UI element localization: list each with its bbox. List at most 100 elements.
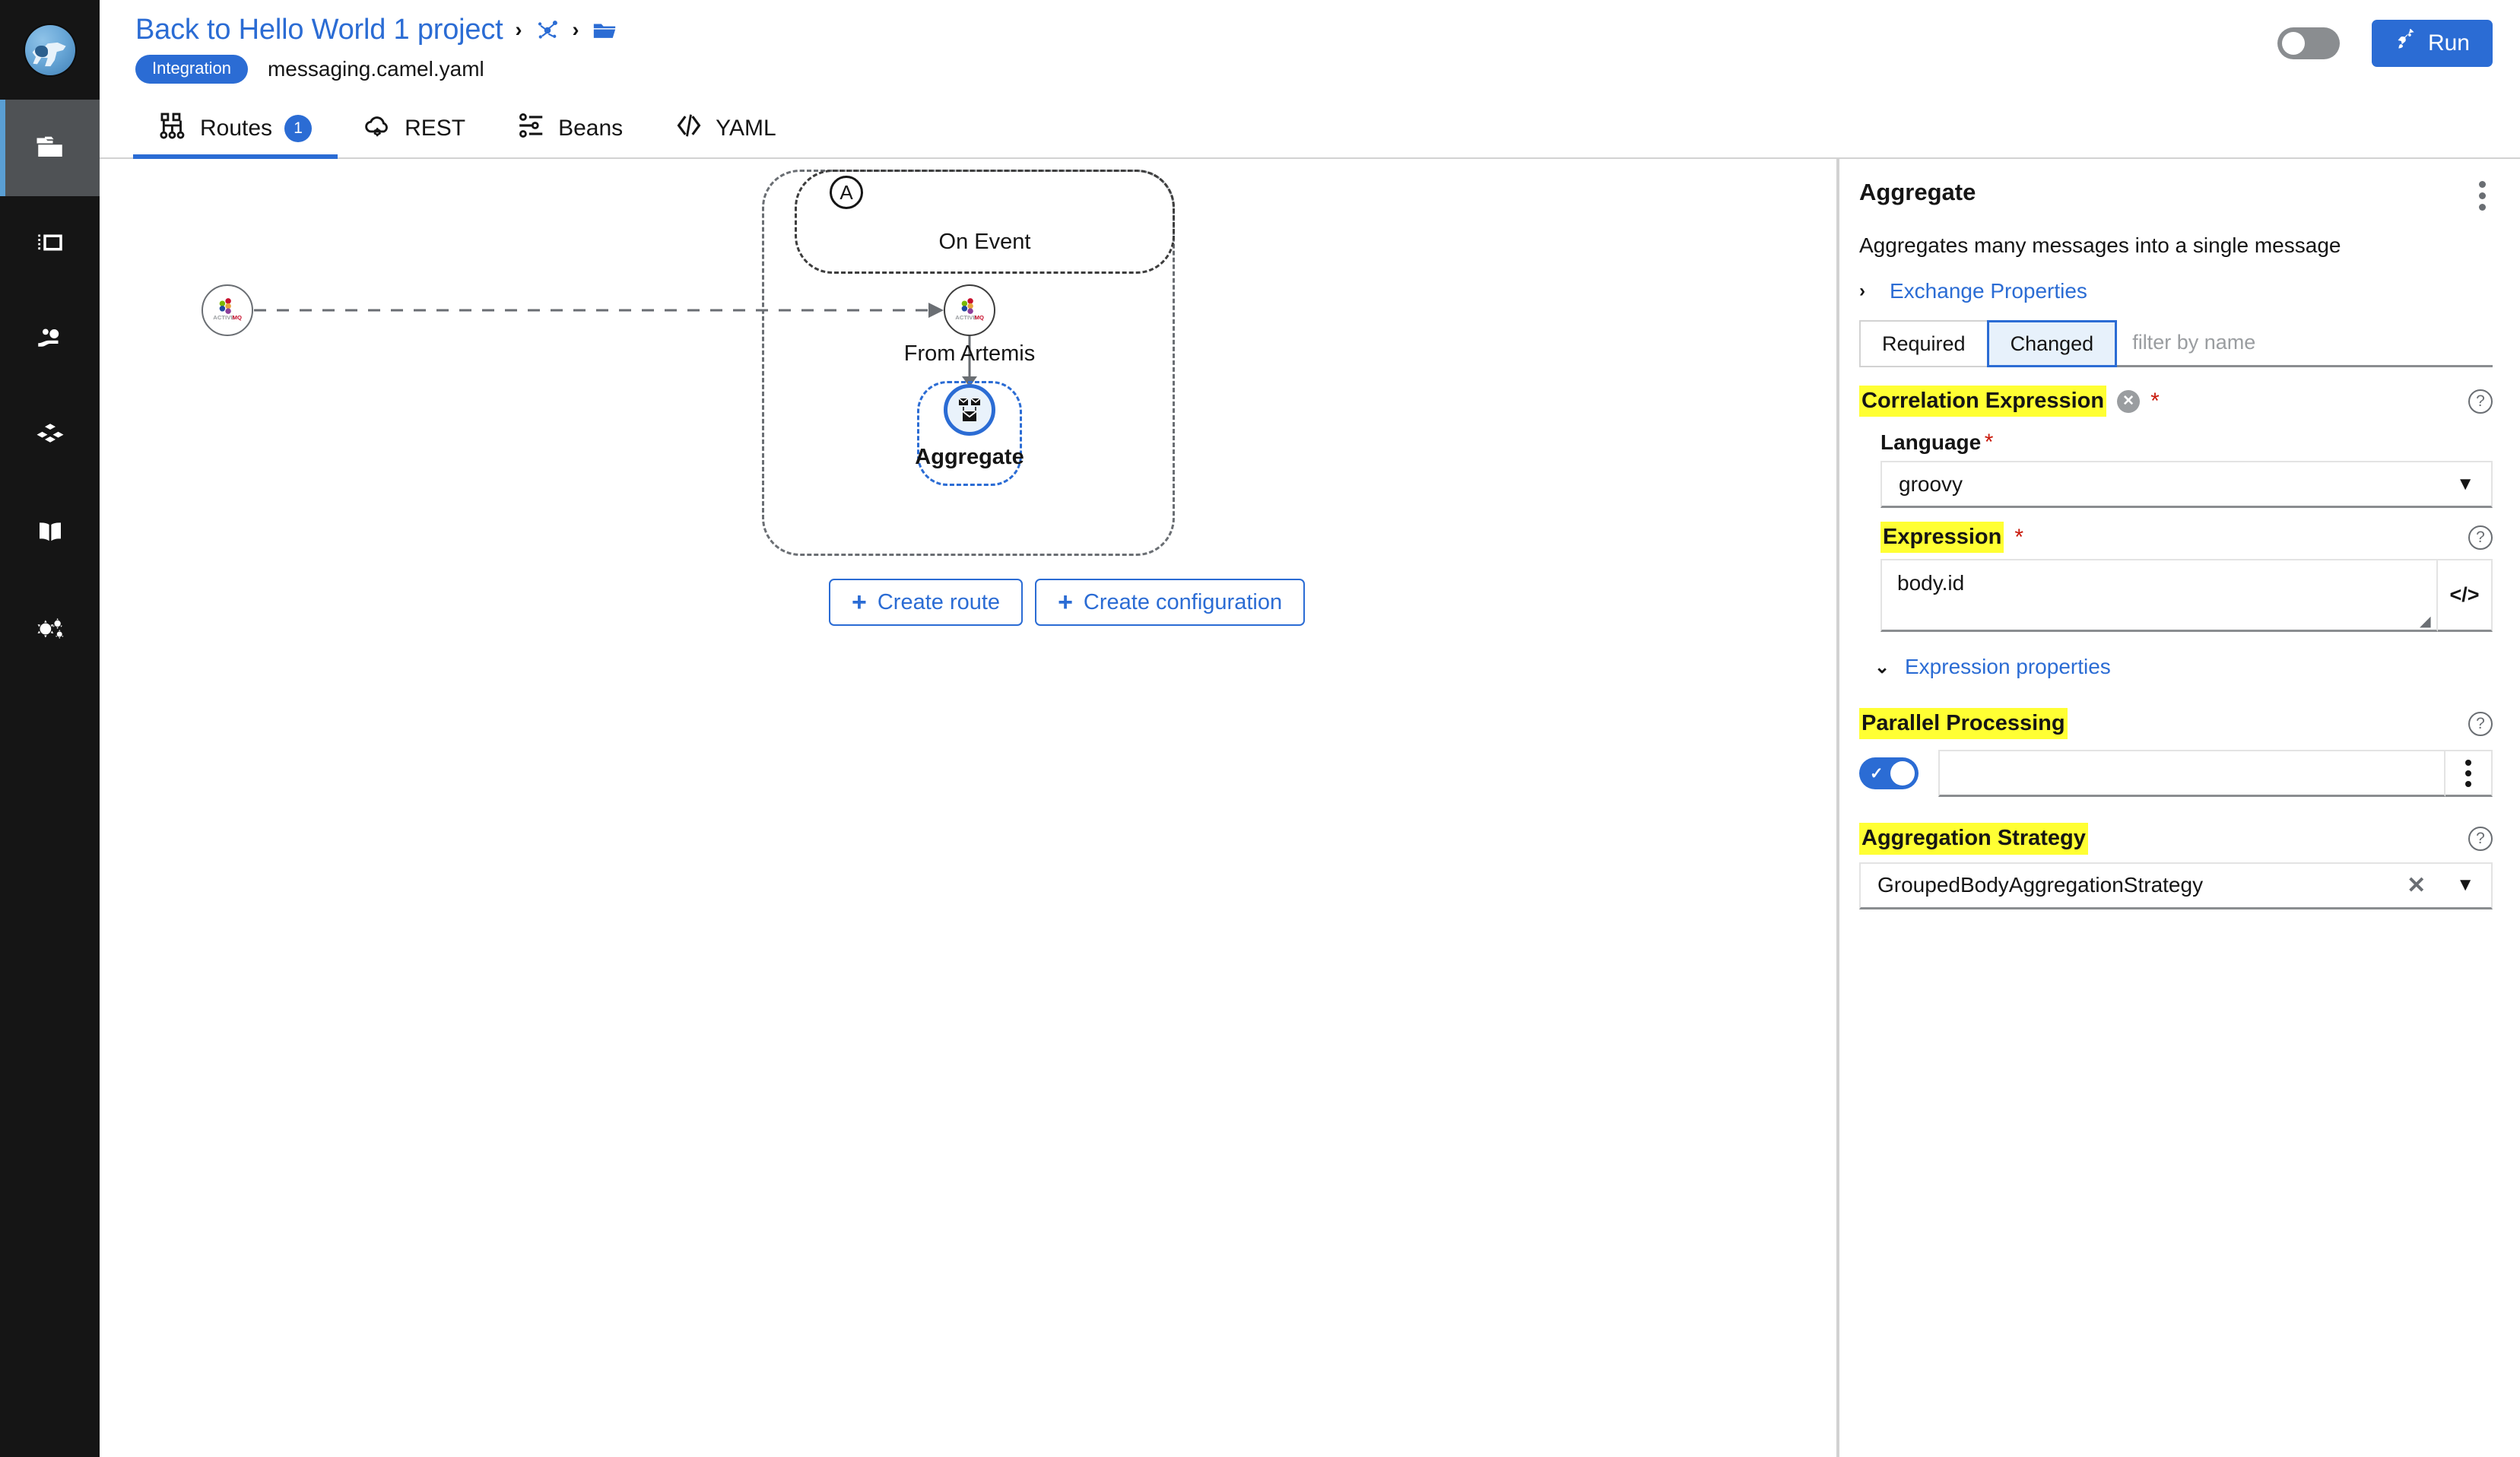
clear-circle-icon[interactable]: ✕ (2117, 389, 2141, 413)
aggregate-envelopes-icon (958, 398, 981, 421)
left-rail (0, 0, 100, 1457)
expression-textarea[interactable]: body.id ◢ (1880, 559, 2438, 633)
from-artemis-label: From Artemis (903, 341, 1036, 366)
filter-changed-button[interactable]: Changed (1986, 320, 2118, 367)
folder-open-icon[interactable] (592, 17, 617, 43)
book-open-icon (34, 516, 66, 552)
aggregate-selection-outline (917, 381, 1022, 486)
svg-text:ACTIVE: ACTIVE (213, 314, 234, 321)
exchange-properties-label: Exchange Properties (1890, 279, 2087, 303)
editor-tabs: Routes 1 REST Beans YAML (100, 100, 2520, 159)
tab-yaml[interactable]: YAML (649, 100, 801, 157)
expression-properties-accordion[interactable]: ⌄ Expression properties (1874, 655, 2493, 679)
topology-icon[interactable] (535, 17, 560, 43)
properties-panel: Aggregate Aggregates many messages into … (1836, 159, 2520, 1457)
breadcrumb-chevron-2: › (572, 18, 579, 41)
tab-yaml-label: YAML (716, 116, 776, 141)
help-circle-icon[interactable]: ? (2468, 826, 2493, 851)
code-icon (674, 111, 703, 146)
app-header: Back to Hello World 1 project › › Integr… (100, 0, 2520, 100)
help-circle-icon[interactable]: ? (2468, 389, 2493, 414)
sidebar-item-canvas[interactable] (0, 196, 100, 293)
parallel-processing-header: Parallel Processing ? (1859, 708, 2493, 740)
expression-field: Expression * ? body.id ◢ </> (1880, 522, 2493, 633)
routes-topology-icon (159, 111, 188, 146)
breadcrumb-chevron-1: › (515, 18, 522, 41)
integration-badge: Integration (135, 55, 248, 84)
create-route-button[interactable]: + Create route (829, 579, 1024, 626)
file-info-row: Integration messaging.camel.yaml (135, 55, 484, 84)
on-event-container[interactable]: On Event (795, 170, 1175, 274)
language-value: groovy (1899, 471, 1963, 496)
dashed-rectangle-icon (34, 227, 66, 262)
kebab-menu-icon[interactable] (2471, 179, 2493, 212)
svg-text:MQ: MQ (975, 314, 984, 321)
camel-logo-icon (24, 24, 75, 75)
route-marker-a: A (830, 176, 863, 209)
chevron-right-icon: › (1859, 281, 1865, 301)
help-circle-icon[interactable]: ? (2468, 711, 2493, 736)
parallel-processing-toggle[interactable]: ✓ (1859, 757, 1919, 790)
tab-routes[interactable]: Routes 1 (133, 100, 338, 159)
language-label: Language (1880, 430, 1982, 455)
required-asterisk: * (2150, 388, 2160, 414)
expression-label: Expression (1880, 522, 2004, 554)
aggregation-strategy-select[interactable]: GroupedBodyAggregationStrategy ✕ ▼ (1859, 862, 2493, 909)
sidebar-item-settings[interactable] (0, 582, 100, 679)
tab-rest[interactable]: REST (338, 100, 491, 157)
filter-by-name-input[interactable] (2117, 320, 2493, 367)
source-view-toggle[interactable] (2277, 27, 2340, 59)
expression-properties-label: Expression properties (1905, 655, 2111, 679)
svg-text:ACTIVE: ACTIVE (955, 314, 976, 321)
cloud-gear-icon (363, 111, 392, 146)
main-area: Back to Hello World 1 project › › Integr… (100, 0, 2520, 1457)
clear-icon[interactable]: ✕ (2407, 872, 2426, 898)
expression-value: body.id (1897, 571, 1965, 595)
create-configuration-button[interactable]: + Create configuration (1035, 579, 1306, 626)
parallel-processing-label: Parallel Processing (1859, 708, 2068, 740)
required-asterisk: * (1984, 430, 1994, 456)
tab-beans[interactable]: Beans (491, 100, 649, 157)
sidebar-item-components[interactable] (0, 389, 100, 486)
exchange-properties-accordion[interactable]: › Exchange Properties (1859, 279, 2493, 303)
header-actions: Run (2277, 20, 2493, 67)
required-asterisk: * (2014, 524, 2024, 550)
route-canvas[interactable]: On Event A ACTIVE MQ ACTIVE MQ (100, 159, 1835, 1457)
aggregate-label: Aggregate (915, 445, 1024, 469)
chevron-down-icon: ⌄ (1874, 656, 1890, 678)
on-event-label: On Event (938, 230, 1031, 254)
tab-routes-badge: 1 (284, 115, 313, 142)
rocket-icon (2395, 28, 2417, 58)
help-circle-icon[interactable]: ? (2468, 525, 2493, 550)
from-artemis-node[interactable]: ACTIVE MQ (944, 284, 995, 336)
code-brackets-icon[interactable]: </> (2438, 559, 2493, 633)
external-activemq-node[interactable]: ACTIVE MQ (202, 284, 253, 336)
rail-item-list (0, 100, 100, 679)
tab-rest-label: REST (405, 116, 466, 141)
app-logo[interactable] (0, 0, 100, 100)
cogs-icon (34, 613, 66, 649)
aggregation-strategy-header: Aggregation Strategy ? (1859, 823, 2493, 855)
cubes-icon (34, 420, 66, 456)
run-button[interactable]: Run (2371, 20, 2493, 67)
aggregate-node[interactable] (944, 384, 995, 436)
panel-header: Aggregate (1859, 179, 2493, 212)
correlation-expression-label: Correlation Expression (1859, 386, 2107, 417)
kebab-menu-icon[interactable] (2445, 750, 2493, 798)
sidebar-item-projects[interactable] (0, 100, 100, 196)
parallel-processing-value-field[interactable] (1938, 750, 2445, 798)
language-select[interactable]: groovy ▼ (1880, 461, 2493, 509)
back-to-project-link[interactable]: Back to Hello World 1 project (135, 14, 503, 46)
sidebar-item-integrations[interactable] (0, 293, 100, 389)
create-configuration-label: Create configuration (1083, 589, 1283, 614)
panel-description: Aggregates many messages into a single m… (1859, 233, 2341, 257)
tab-routes-label: Routes (200, 116, 273, 141)
create-buttons: + Create route + Create configuration (829, 579, 1306, 626)
sidebar-item-knowledge[interactable] (0, 486, 100, 582)
tab-beans-label: Beans (558, 116, 624, 141)
chevron-down-icon: ▼ (2456, 875, 2474, 896)
run-button-label: Run (2427, 30, 2470, 56)
check-icon: ✓ (1870, 765, 1884, 783)
filter-required-button[interactable]: Required (1859, 320, 1987, 367)
resize-grip-icon[interactable]: ◢ (2420, 614, 2431, 630)
